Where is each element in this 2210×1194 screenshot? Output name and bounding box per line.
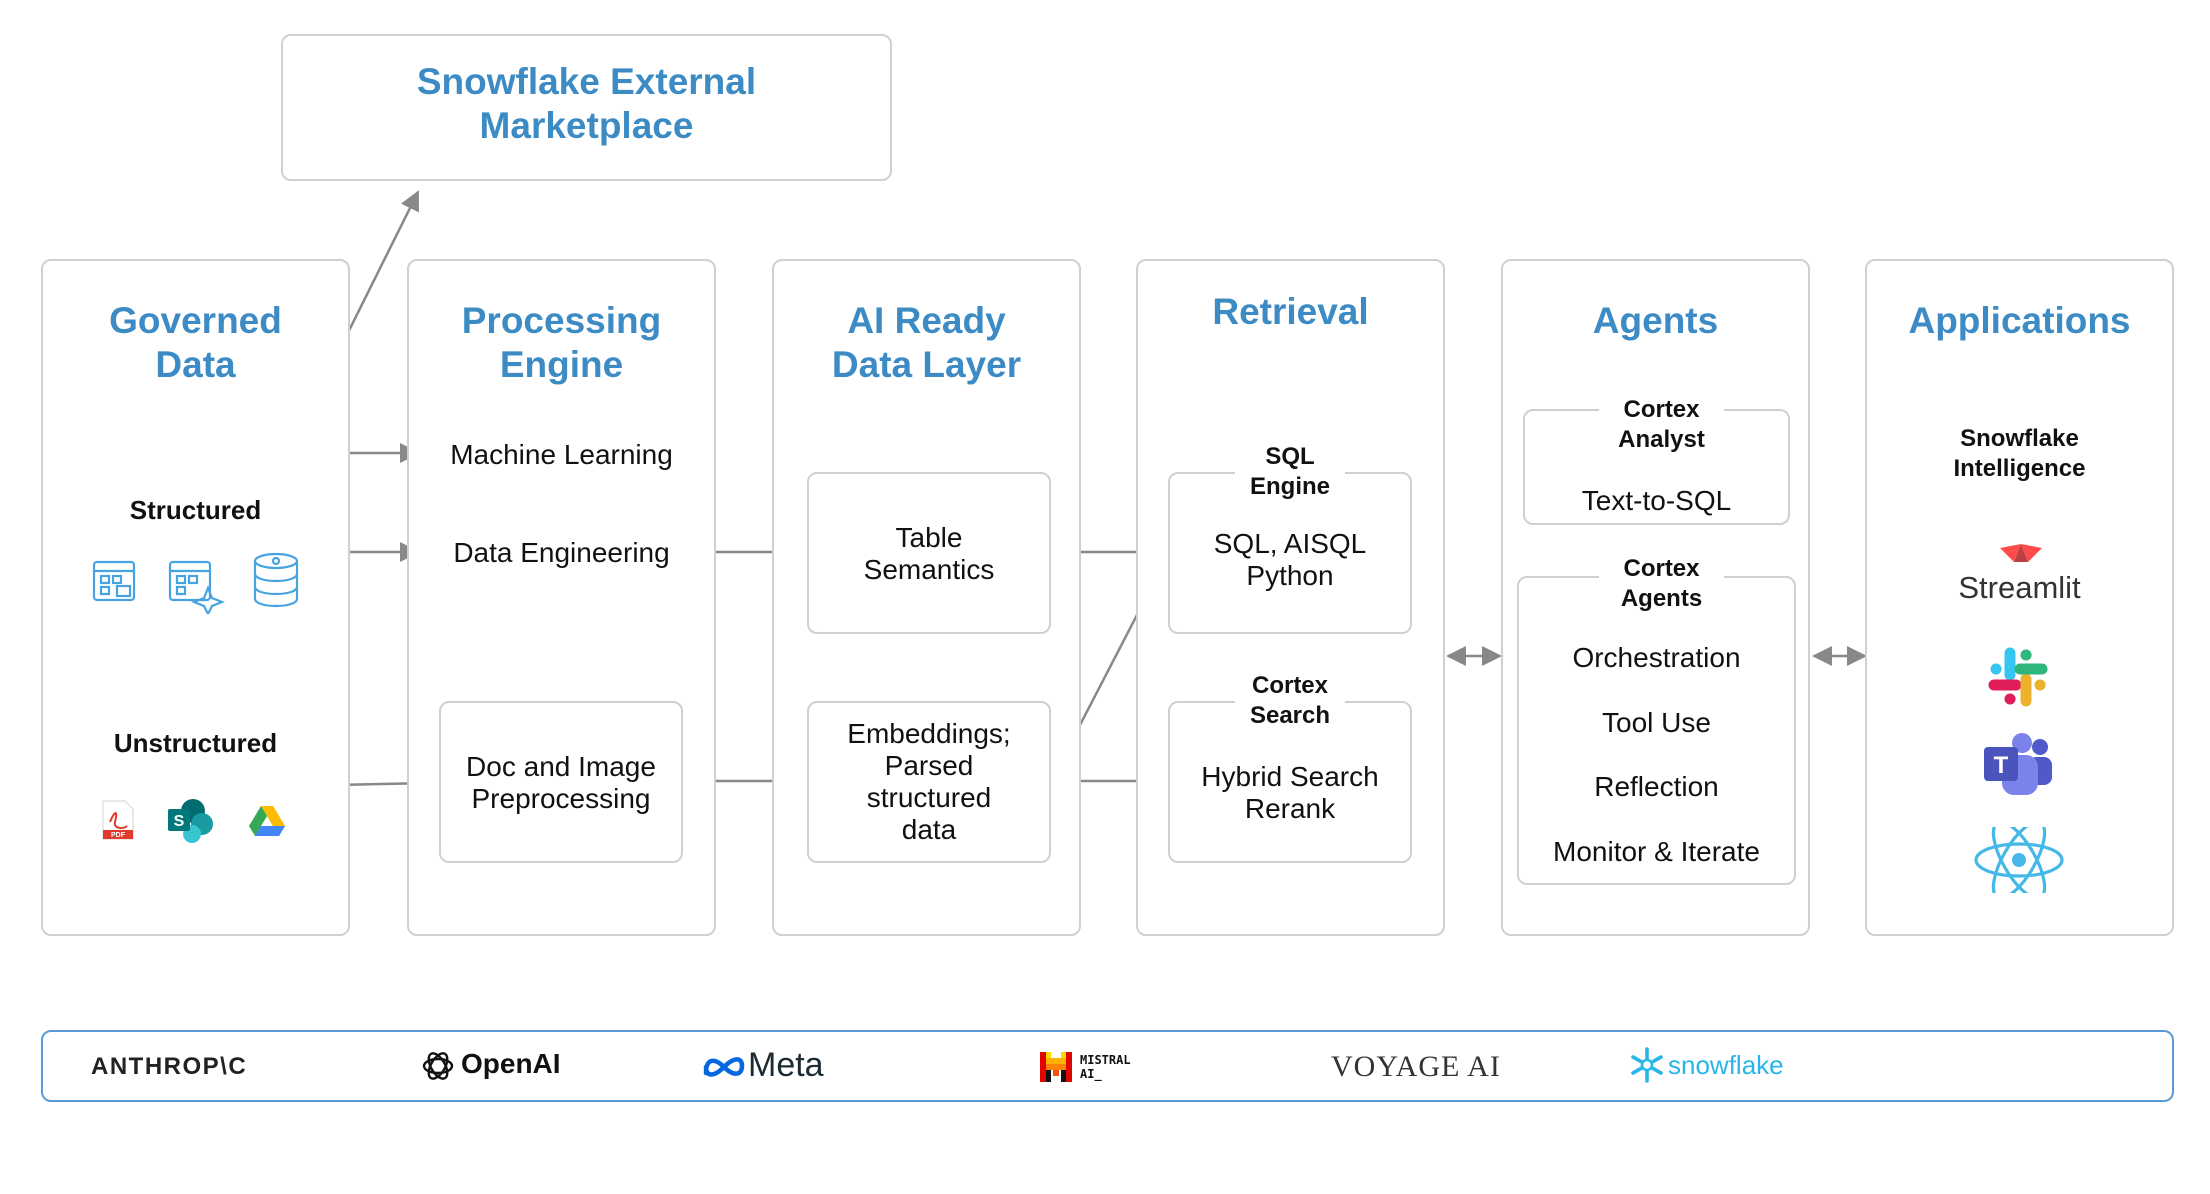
sharepoint-icon: S [168,799,213,843]
streamlit-icon [2000,544,2042,562]
table-semantics-box: Table Semantics [807,472,1051,634]
google-drive-icon [249,806,285,836]
doc-image-preprocessing-box: Doc and Image Preprocessing [439,701,683,863]
unstructured-label: Unstructured [113,728,278,758]
processing-engine-title: Processing Engine [461,300,662,385]
react-icon [1974,827,2064,893]
cortex-search-body: Hybrid Search Rerank [1201,761,1379,824]
mistral-icon [1040,1052,1072,1082]
retrieval-title: Retrieval [1212,291,1369,332]
meta-icon [703,1057,745,1077]
table-icon [92,560,136,602]
marketplace-box: Snowflake External Marketplace [281,34,892,181]
sql-engine-label: SQL Engine [1235,442,1345,502]
table-semantics-label: Table Semantics [863,522,995,585]
anthropic-logo: ANTHROP\C [91,1053,248,1080]
machine-learning-label: Machine Learning [450,439,673,470]
streamlit-label: Streamlit [1958,570,2081,605]
cortex-analyst-label: Cortex Analyst [1599,395,1724,455]
snowflake-logo: snowflake [1668,1050,1784,1080]
agents-item-monitor: Monitor & Iterate [1553,836,1760,867]
snowflake-icon [1631,1047,1663,1083]
svg-text:PDF: PDF [111,832,126,839]
pdf-icon: PDF [102,800,134,840]
snowflake-intelligence-label: Snowflake Intelligence [1953,425,2086,482]
cortex-analyst-body: Text-to-SQL [1581,485,1732,516]
model-providers-bar [41,1030,2174,1102]
table-ai-icon [168,560,225,614]
slack-icon [1988,647,2048,707]
governed-data-title: Governed Data [109,300,282,385]
sql-engine-box: SQL, AISQL Python [1168,472,1412,634]
openai-icon [422,1052,454,1080]
applications-column: Applications Snowflake Intelligence [1865,259,2174,936]
embeddings-label: Embeddings; Parsed structured data [847,718,1011,845]
mistral-logo: MISTRAL AI_ [1080,1053,1131,1081]
agents-item-orchestration: Orchestration [1572,642,1741,673]
embeddings-box: Embeddings; Parsed structured data [807,701,1051,863]
database-icon [253,552,299,608]
marketplace-title: Snowflake External Marketplace [416,61,757,146]
cortex-agents-box: Orchestration Tool Use Reflection Monito… [1517,576,1796,885]
cortex-agents-label: Cortex Agents [1599,554,1724,614]
ai-ready-title: AI Ready Data Layer [831,300,1022,385]
teams-icon: T [1984,733,2052,795]
voyage-logo: VOYAGE AI [1331,1050,1501,1083]
cortex-search-label: Cortex Search [1235,671,1345,731]
applications-title: Applications [1908,300,2131,341]
data-engineering-label: Data Engineering [453,537,670,568]
svg-text:T: T [1994,752,2009,779]
svg-text:S: S [174,813,185,830]
meta-logo: Meta [748,1046,824,1084]
structured-label: Structured [129,495,262,525]
doc-image-preprocessing-label: Doc and Image Preprocessing [466,751,656,814]
openai-logo: OpenAI [461,1048,561,1079]
agents-title: Agents [1592,300,1719,341]
agents-item-reflection: Reflection [1594,771,1719,802]
agents-item-tool-use: Tool Use [1602,707,1711,738]
sql-engine-body: SQL, AISQL Python [1213,528,1367,591]
